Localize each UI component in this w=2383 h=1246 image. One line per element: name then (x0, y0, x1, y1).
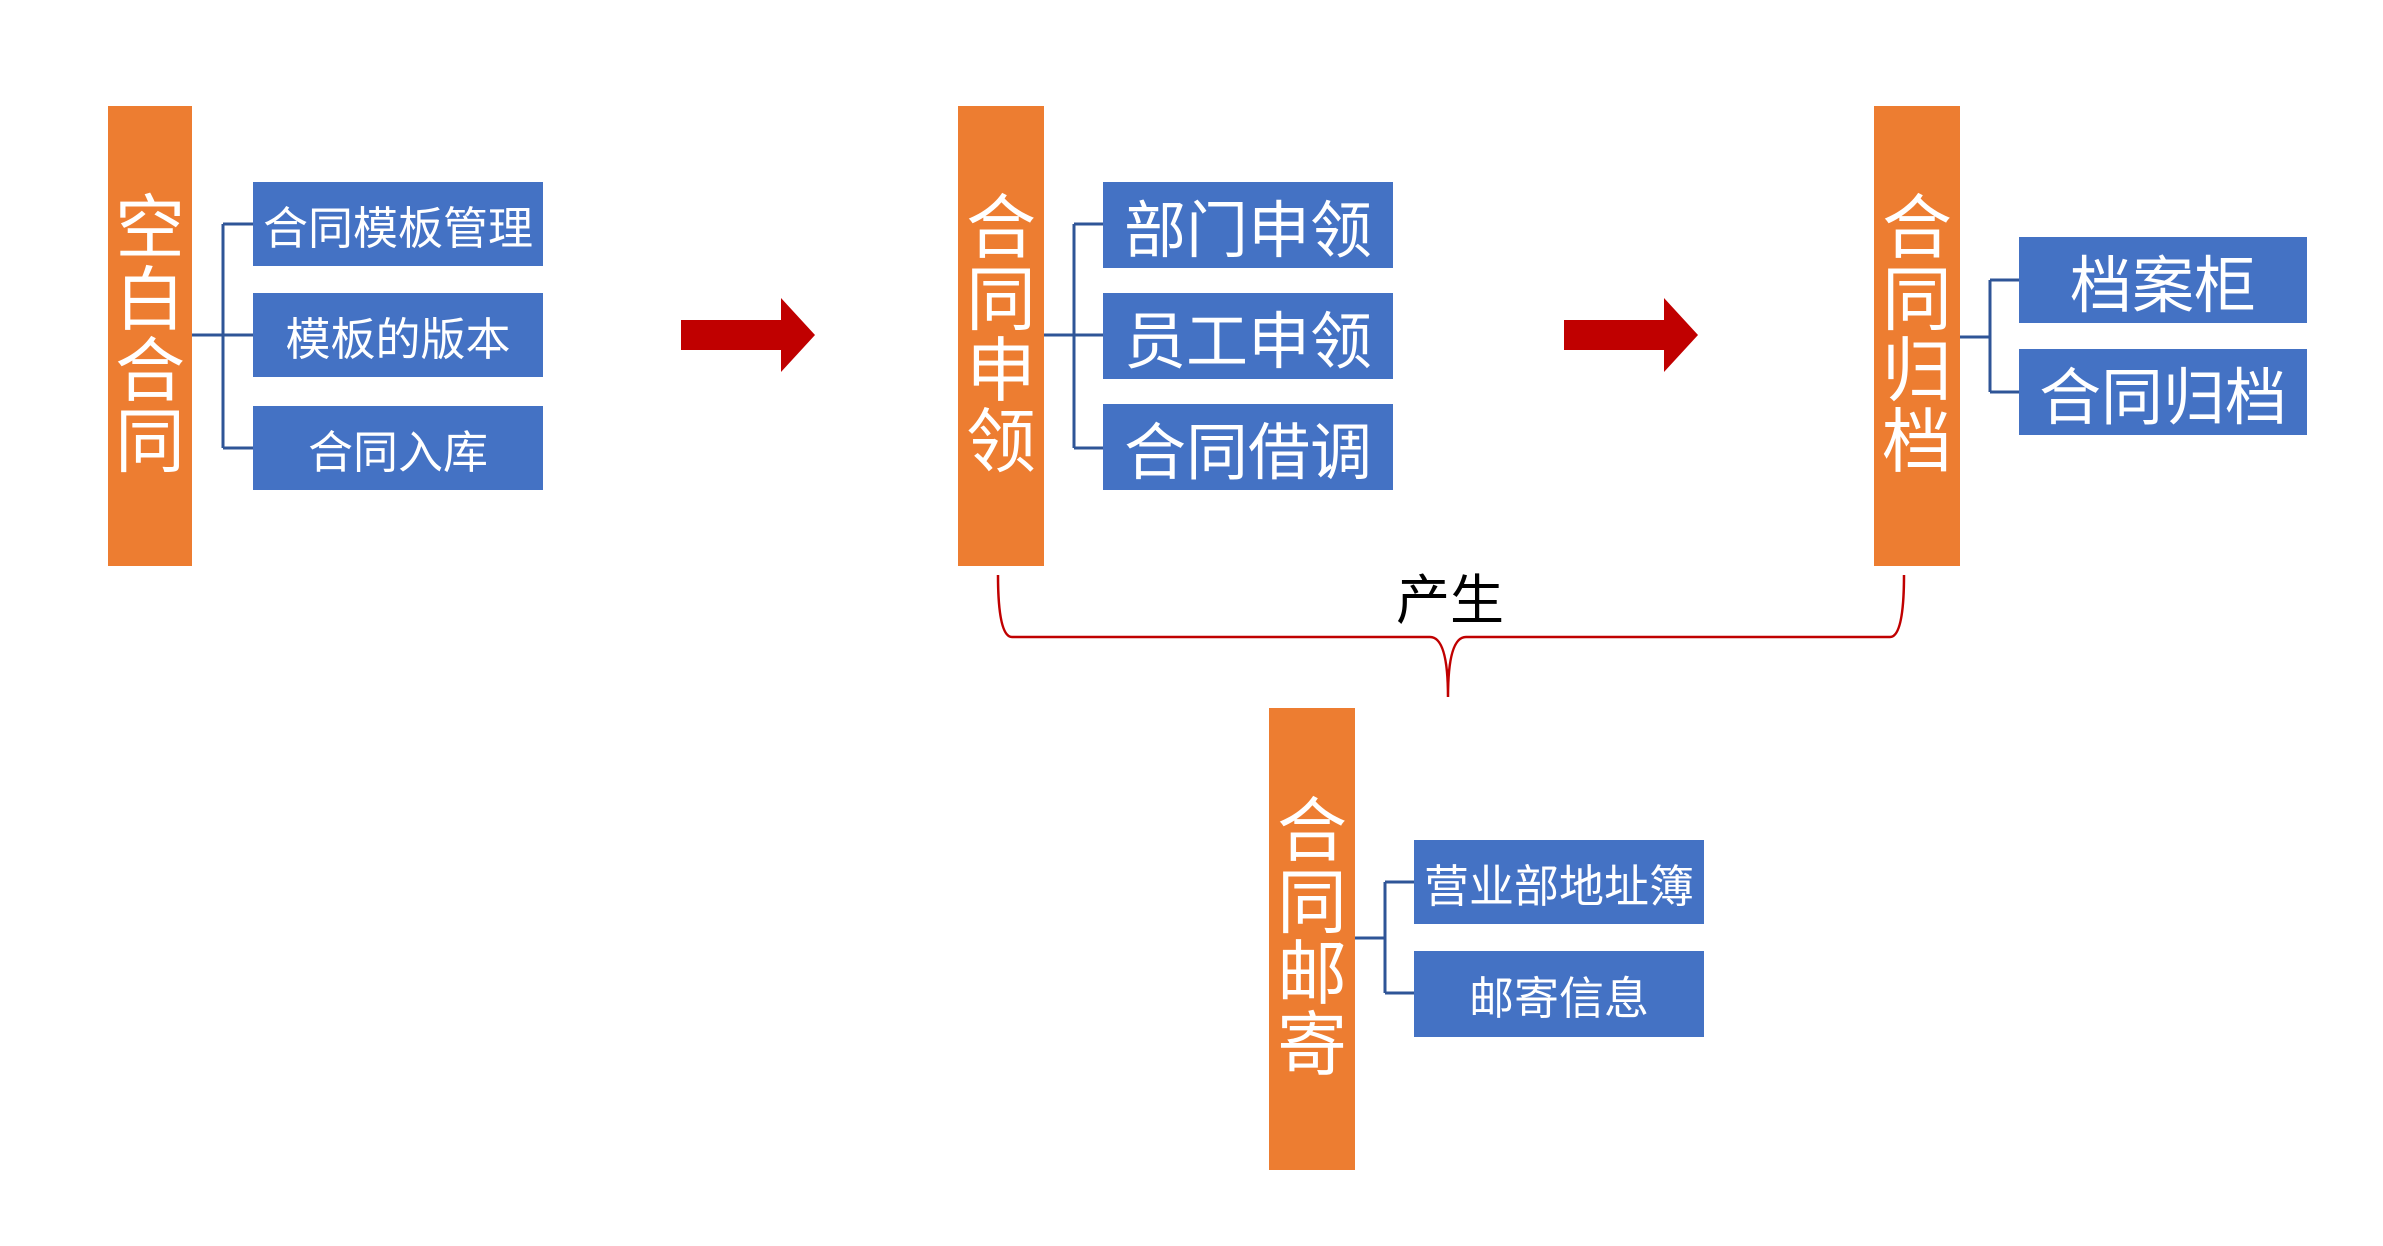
item-template-management: 合同模板管理 (253, 182, 543, 266)
category-title-char: 同 (1882, 258, 1952, 341)
category-title-char: 同 (966, 258, 1036, 341)
category-title-char: 邮 (1277, 933, 1347, 1015)
category-contract-apply: 合 同 申 领 (958, 106, 1044, 566)
category-title-char: 空 (115, 187, 185, 270)
category-title-char: 归 (1882, 330, 1952, 412)
bracket-label: 产生 (1396, 569, 1504, 632)
category-title-char: 合 (115, 330, 185, 412)
item-file-cabinet: 档案柜 (2019, 237, 2307, 323)
category-contract-mail: 合 同 邮 寄 (1269, 708, 1355, 1170)
category-title-char: 寄 (1277, 1004, 1347, 1087)
connector-mail (1355, 880, 1414, 995)
category-title-char: 同 (115, 401, 185, 484)
item-mail-info: 邮寄信息 (1414, 951, 1704, 1037)
item-contract-filing: 合同归档 (2019, 349, 2307, 435)
category-title-char: 档 (1882, 401, 1952, 484)
category-title-char: 合 (1882, 187, 1952, 270)
item-contract-storage: 合同入库 (253, 406, 543, 490)
category-title-char: 申 (966, 330, 1036, 412)
arrow-right-icon (681, 298, 815, 372)
item-employee-apply: 员工申领 (1103, 293, 1393, 379)
category-title-char: 白 (115, 258, 185, 341)
item-department-apply: 部门申领 (1103, 182, 1393, 268)
category-contract-archive: 合 同 归 档 (1874, 106, 1960, 566)
brace-bracket (996, 574, 1906, 698)
category-blank-contract: 空 白 合 同 (108, 106, 192, 566)
category-title-char: 合 (966, 187, 1036, 270)
connector-apply (1044, 222, 1103, 450)
item-branch-address-book: 营业部地址簿 (1414, 840, 1704, 924)
category-title-char: 领 (966, 401, 1036, 484)
item-template-version: 模板的版本 (253, 293, 543, 377)
arrow-right-icon (1564, 298, 1698, 372)
category-title-char: 合 (1277, 790, 1347, 873)
connector-archive (1960, 278, 2019, 394)
item-contract-loan: 合同借调 (1103, 404, 1393, 490)
category-title-char: 同 (1277, 861, 1347, 944)
connector-blank (192, 222, 253, 450)
